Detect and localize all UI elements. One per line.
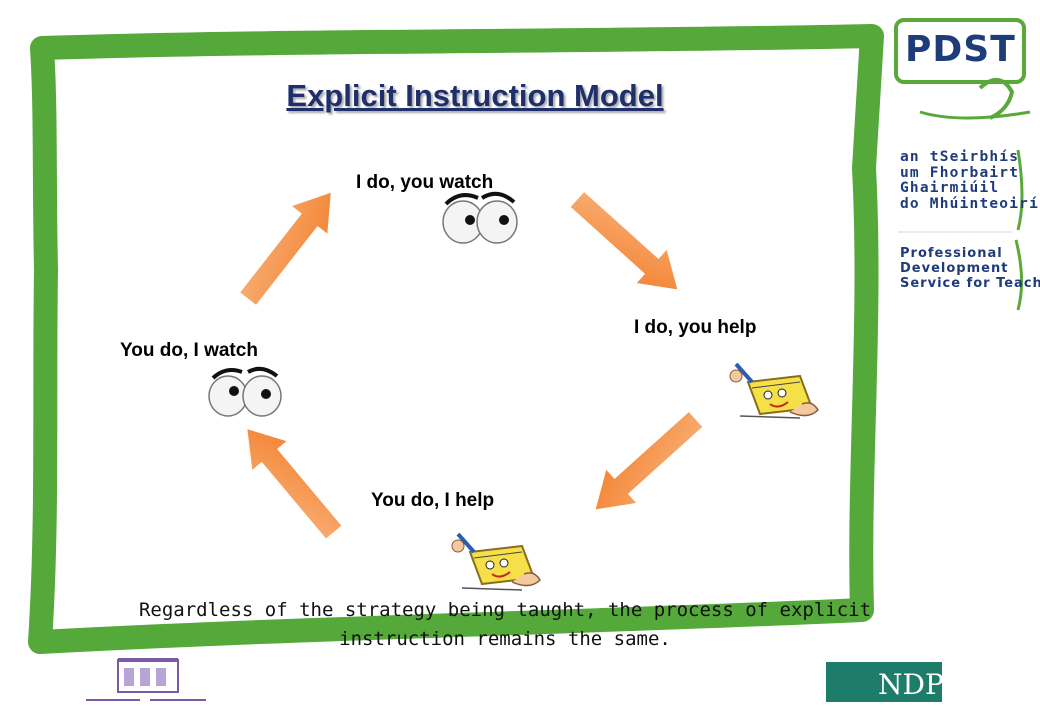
green-frame: [28, 24, 884, 654]
notepad-cartoon-right: [729, 362, 819, 419]
pdst-logo-graphic: [894, 18, 1031, 311]
caption-line-1: Regardless of the strategy being taught,…: [138, 599, 872, 621]
department-crest-logo: [86, 658, 206, 701]
arrow-up-left: [223, 407, 357, 553]
arrow-down-left: [573, 396, 717, 534]
caption-line-2: instruction remains the same.: [339, 628, 671, 650]
arrow-down-right: [556, 176, 700, 314]
irish-line-2: um Fhorbairt: [900, 164, 1020, 181]
irish-line-1: an tSeirbhís: [900, 149, 1020, 165]
pdst-logo-text: PDST: [905, 29, 1016, 70]
english-line-2: Development: [900, 261, 1009, 276]
irish-line-4: do Mhúinteoirí: [900, 195, 1040, 212]
english-line-3: Service for Teachers: [900, 276, 1040, 291]
notepad-cartoon-bottom: [451, 532, 541, 591]
step-label-i-do-you-help: I do, you help: [634, 317, 757, 338]
step-label-you-do-i-help: You do, I help: [371, 490, 495, 511]
eyes-icon-top: [442, 191, 518, 244]
arrow-up-right: [224, 171, 356, 319]
english-line-1: Professional: [900, 246, 1003, 261]
step-label-you-do-i-watch: You do, I watch: [120, 340, 258, 361]
ndp-logo: [826, 662, 942, 702]
eyes-icon-left: [208, 366, 282, 417]
ndp-logo-text: NDP: [878, 668, 944, 701]
irish-line-3: Ghairmiúil: [900, 180, 1000, 196]
step-label-i-do-you-watch: I do, you watch: [356, 172, 494, 193]
slide-title: Explicit Instruction Model: [286, 78, 664, 113]
caption: Regardless of the strategy being taught,…: [120, 596, 890, 654]
